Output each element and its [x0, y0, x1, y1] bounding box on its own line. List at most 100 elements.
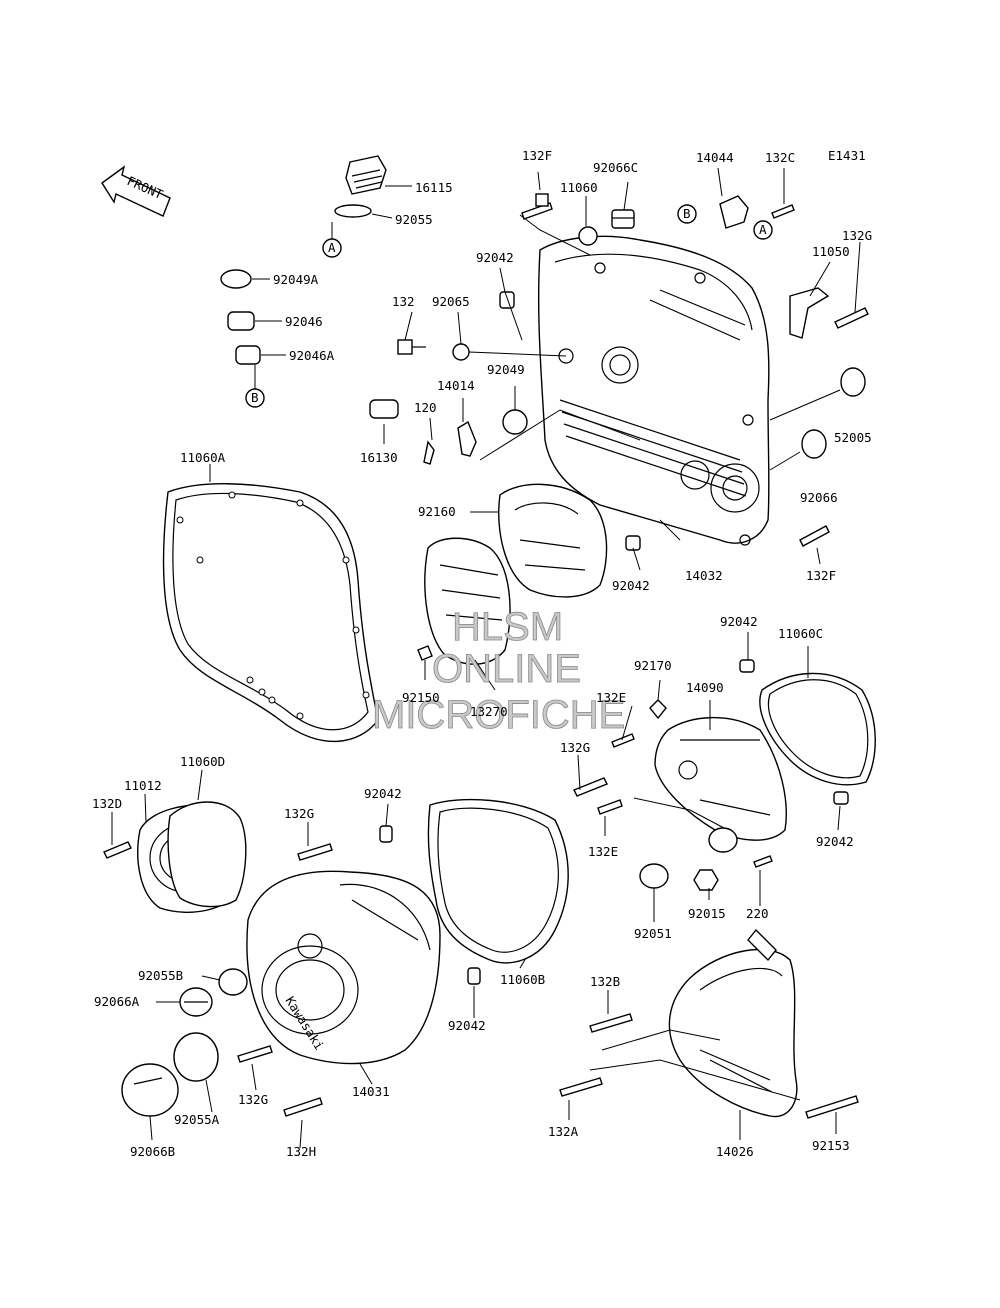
part-label-92065: 92065 [432, 294, 470, 309]
part-label-220: 220 [746, 906, 769, 921]
watermark-line3: MICROFICHE [372, 693, 625, 737]
o-ring-92055A [173, 1032, 219, 1082]
part-label-132G-left: 132G [284, 806, 314, 821]
plate-13270 [424, 537, 511, 665]
lever-14014 [457, 420, 477, 457]
cap-11060 [578, 226, 598, 246]
part-label-11060B: 11060B [500, 972, 545, 987]
plug-92066C [611, 209, 635, 229]
part-label-11060A: 11060A [180, 450, 226, 465]
dowel-pin-92042-d [833, 791, 849, 805]
part-label-92042-a: 92042 [476, 250, 514, 265]
oil-seal-52005 [840, 367, 866, 397]
part-label-132C: 132C [765, 150, 795, 165]
sprocket-cover-tab [747, 928, 777, 962]
bolt-132G-left [297, 843, 333, 861]
screw-92150 [417, 645, 433, 661]
part-label-92042-f: 92042 [448, 1018, 486, 1033]
part-label-92042-d: 92042 [816, 834, 854, 849]
part-label-16115: 16115 [415, 180, 453, 195]
part-label-13270: 13270 [470, 704, 508, 719]
part-label-132G-right: 132G [842, 228, 872, 243]
part-label-92046A: 92046A [289, 348, 335, 363]
oil-seal-92051 [639, 863, 669, 889]
generator-cover-14031 [246, 870, 441, 1065]
part-label-132G-middle: 132G [560, 740, 590, 755]
dowel-pin-92042-b [625, 535, 641, 551]
part-label-92055B: 92055B [138, 968, 183, 983]
part-label-14031: 14031 [352, 1084, 390, 1099]
part-label-132H: 132H [286, 1144, 316, 1159]
part-label-92066B: 92066B [130, 1144, 175, 1159]
watermark-line1: HLSM [452, 605, 563, 649]
marker-a-top: A [753, 220, 773, 240]
oil-seal-92049A [220, 269, 252, 289]
part-label-92049A: 92049A [273, 272, 319, 287]
part-label-92066: 92066 [800, 490, 838, 505]
part-label-132F-top: 132F [522, 148, 552, 163]
svg-text:A: A [759, 222, 767, 237]
diagram-code: E1431 [828, 148, 866, 163]
dowel-pin-92042-c [739, 659, 755, 673]
bolt-132 [397, 339, 426, 355]
bolt-92153 [805, 1095, 859, 1119]
clip-92170 [649, 699, 667, 720]
bolt-132G-low [237, 1045, 273, 1063]
part-label-132F-bottom: 132F [806, 568, 836, 583]
part-label-92049: 92049 [487, 362, 525, 377]
part-label-92046: 92046 [285, 314, 323, 329]
bolt-132H [283, 1097, 323, 1117]
gasket-11060D [167, 801, 247, 908]
plug-92066B [121, 1063, 179, 1117]
part-label-14044: 14044 [696, 150, 734, 165]
fitting-16130 [369, 399, 399, 419]
bolt-132C [771, 204, 795, 219]
bolt-132F-top [521, 193, 553, 220]
bolt-132D [103, 841, 132, 859]
bracket-14044 [719, 195, 749, 229]
dowel-pin-92042-e [379, 825, 393, 843]
part-label-16130: 16130 [360, 450, 398, 465]
part-label-132: 132 [392, 294, 415, 309]
part-label-92160: 92160 [418, 504, 456, 519]
gasket-holes-11060A [176, 491, 370, 720]
gasket-11060B [427, 798, 569, 964]
watermark-line2: ONLINE [432, 647, 581, 691]
svg-text:B: B [683, 206, 691, 221]
needle-bearing-92046 [227, 311, 255, 331]
cap-92066 [801, 429, 827, 459]
part-label-92066A: 92066A [94, 994, 140, 1009]
part-label-132D: 132D [92, 796, 122, 811]
o-ring-92055B [218, 968, 248, 996]
clutch-cover-14032 [537, 235, 770, 546]
nut-92015 [693, 869, 719, 891]
part-label-120: 120 [414, 400, 437, 415]
oil-seal-92049 [502, 409, 528, 435]
part-label-92055: 92055 [395, 212, 433, 227]
dowel-pin-92042-f [467, 967, 481, 985]
part-label-92042-e: 92042 [364, 786, 402, 801]
part-label-132E-bottom: 132E [588, 844, 618, 859]
part-label-92042-c: 92042 [720, 614, 758, 629]
o-ring-92055 [334, 204, 372, 218]
part-label-11060D: 11060D [180, 754, 225, 769]
sprocket-cover-14026 [668, 948, 798, 1118]
part-label-11012: 11012 [124, 778, 162, 793]
part-label-92042-b: 92042 [612, 578, 650, 593]
part-label-14032: 14032 [685, 568, 723, 583]
part-label-14014: 14014 [437, 378, 475, 393]
bolt-132F-bottom [799, 525, 830, 547]
seal-14090 [708, 827, 738, 853]
part-label-92066C: 92066C [593, 160, 638, 175]
part-label-11050: 11050 [812, 244, 850, 259]
oil-pump-plate-92160 [498, 483, 608, 598]
marker-b-top: B [677, 204, 697, 224]
part-label-92055A: 92055A [174, 1112, 220, 1127]
marker-a-left: A [322, 238, 342, 258]
bracket-11050 [789, 287, 830, 339]
part-label-14026: 14026 [716, 1144, 754, 1159]
bolt-132E-bottom [597, 799, 623, 815]
part-label-92150: 92150 [402, 690, 440, 705]
gasket-11060C [759, 672, 876, 786]
